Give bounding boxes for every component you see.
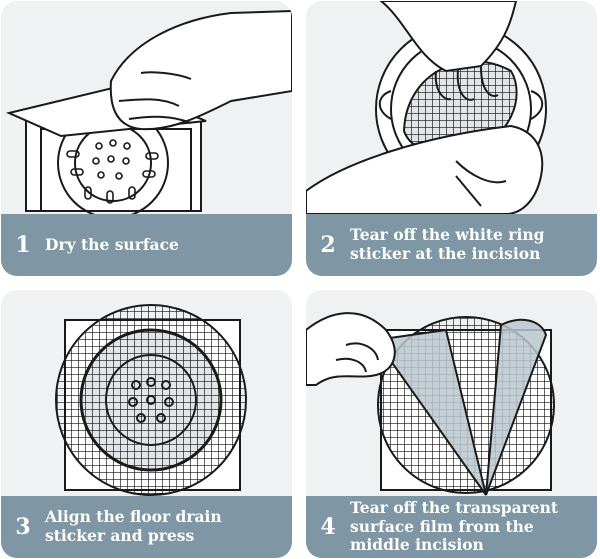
hand-peeling-ring-icon (306, 1, 547, 214)
step-card-3: 3 Align the floor drain sticker and pres… (1, 290, 292, 558)
mesh-over-drain-icon (55, 304, 247, 496)
step-caption-1: 1 Dry the surface (1, 214, 292, 276)
step-number: 1 (15, 232, 31, 258)
step-text: Tear off the transparent surface film fr… (350, 498, 559, 555)
step-number: 2 (320, 232, 336, 258)
step-caption-2: 2 Tear off the white ring sticker at the… (306, 214, 597, 276)
step-number: 4 (320, 514, 336, 540)
step-number: 3 (15, 514, 31, 540)
step-caption-3: 3 Align the floor drain sticker and pres… (1, 496, 292, 558)
step-card-2: 2 Tear off the white ring sticker at the… (306, 1, 597, 276)
step-caption-4: 4 Tear off the transparent surface film … (306, 496, 597, 558)
step-text: Align the floor drain sticker and press (45, 507, 222, 545)
step-card-4: 4 Tear off the transparent surface film … (306, 290, 597, 558)
hand-wiping-drain-icon (5, 9, 292, 214)
step-card-1: 1 Dry the surface (1, 1, 292, 276)
step-text: Dry the surface (45, 234, 179, 254)
hand-peeling-film-icon (306, 312, 555, 496)
step-text: Tear off the white ring sticker at the i… (350, 225, 545, 263)
